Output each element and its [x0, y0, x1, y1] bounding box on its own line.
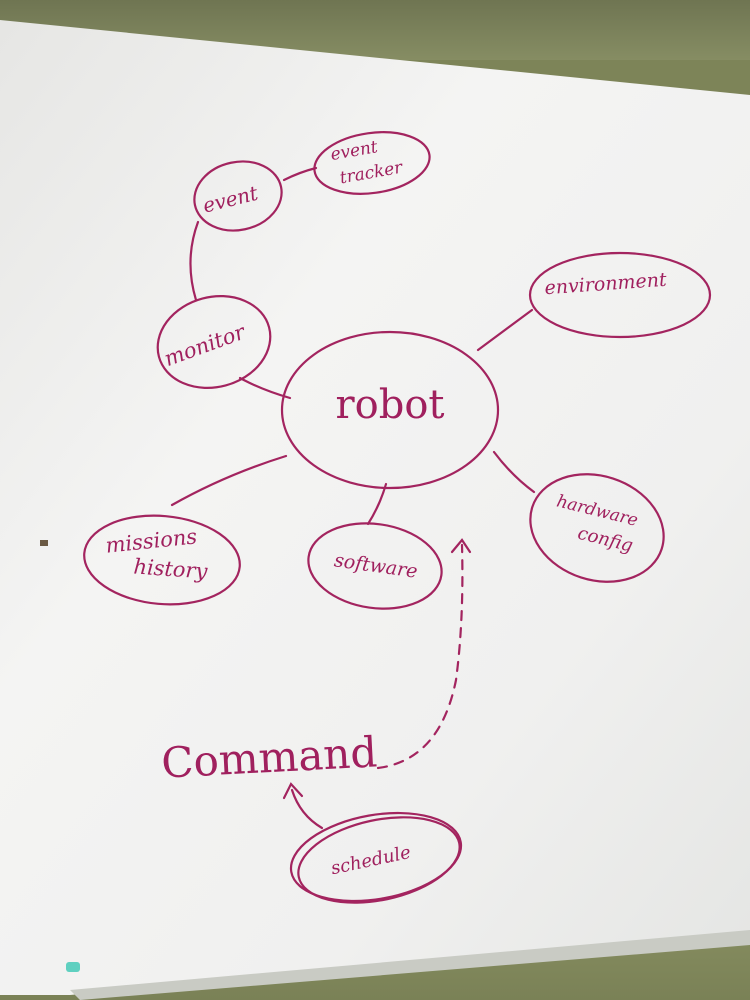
- edge-robot-software: [366, 482, 388, 526]
- node-event-outline: [193, 160, 283, 232]
- edge-robot-missions: [170, 454, 288, 507]
- label-missions-history-2: history: [133, 554, 210, 583]
- node-robot-outline: [280, 330, 500, 490]
- label-command: Command: [160, 727, 378, 787]
- arrowhead-command: [282, 782, 304, 800]
- node-hardware-config-outline: [529, 473, 665, 583]
- edge-command-robot-dashed: [376, 543, 464, 770]
- node-environment-outline: [528, 251, 712, 339]
- node-monitor-outline: [156, 294, 272, 390]
- edge-monitor-event: [189, 220, 200, 302]
- board-mark: [40, 540, 48, 546]
- edge-schedule-command: [290, 788, 324, 830]
- edge-robot-hardware: [492, 450, 536, 494]
- node-schedule-outline: [289, 811, 463, 903]
- node-software-outline: [307, 522, 443, 610]
- arrowhead-robot: [450, 538, 472, 554]
- whiteboard-tray: [70, 930, 750, 1000]
- magnet-marker: [66, 962, 80, 972]
- node-schedule-outline-2: [297, 816, 461, 904]
- node-missions-history-outline: [83, 514, 241, 606]
- edge-robot-environment: [476, 308, 534, 352]
- label-robot: robot: [336, 382, 445, 428]
- node-event-tracker-outline: [313, 131, 431, 195]
- edge-event-tracker: [282, 166, 318, 182]
- edge-robot-monitor: [238, 376, 292, 400]
